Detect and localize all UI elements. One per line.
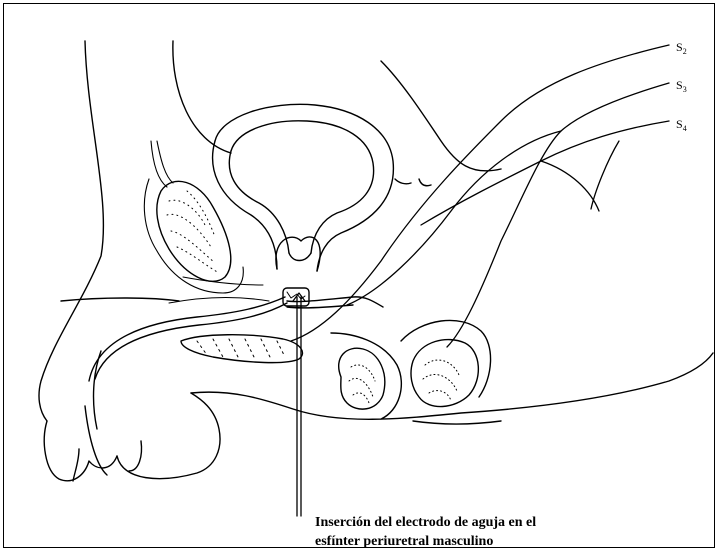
nerve-labels: S2 S3 S4 [676, 40, 687, 133]
rectum-outline [173, 41, 501, 186]
nerve-s2-path [291, 45, 669, 341]
needle-electrode [293, 293, 305, 516]
label-s3: S3 [676, 78, 687, 94]
body-outline [39, 41, 713, 481]
pubic-bone [144, 141, 243, 293]
figure-frame: S2 S3 S4 Inserción del electrodo de aguj… [3, 3, 715, 548]
urethra [85, 288, 383, 475]
pelvic-anatomy-drawing: S2 S3 S4 [4, 4, 715, 548]
sacral-nerves [291, 45, 669, 347]
caption-line-1: Inserción del electrodo de aguja en el [315, 513, 675, 532]
nerve-s3-path [447, 83, 669, 347]
label-s2: S2 [676, 40, 687, 56]
figure-caption: Inserción del electrodo de aguja en el e… [315, 513, 675, 548]
bulbospongiosus-muscle [61, 277, 302, 363]
label-s4: S4 [676, 117, 687, 133]
caption-line-2: esfínter periuretral masculino [315, 532, 675, 548]
ischial-sections [331, 320, 491, 419]
bladder [213, 104, 394, 271]
